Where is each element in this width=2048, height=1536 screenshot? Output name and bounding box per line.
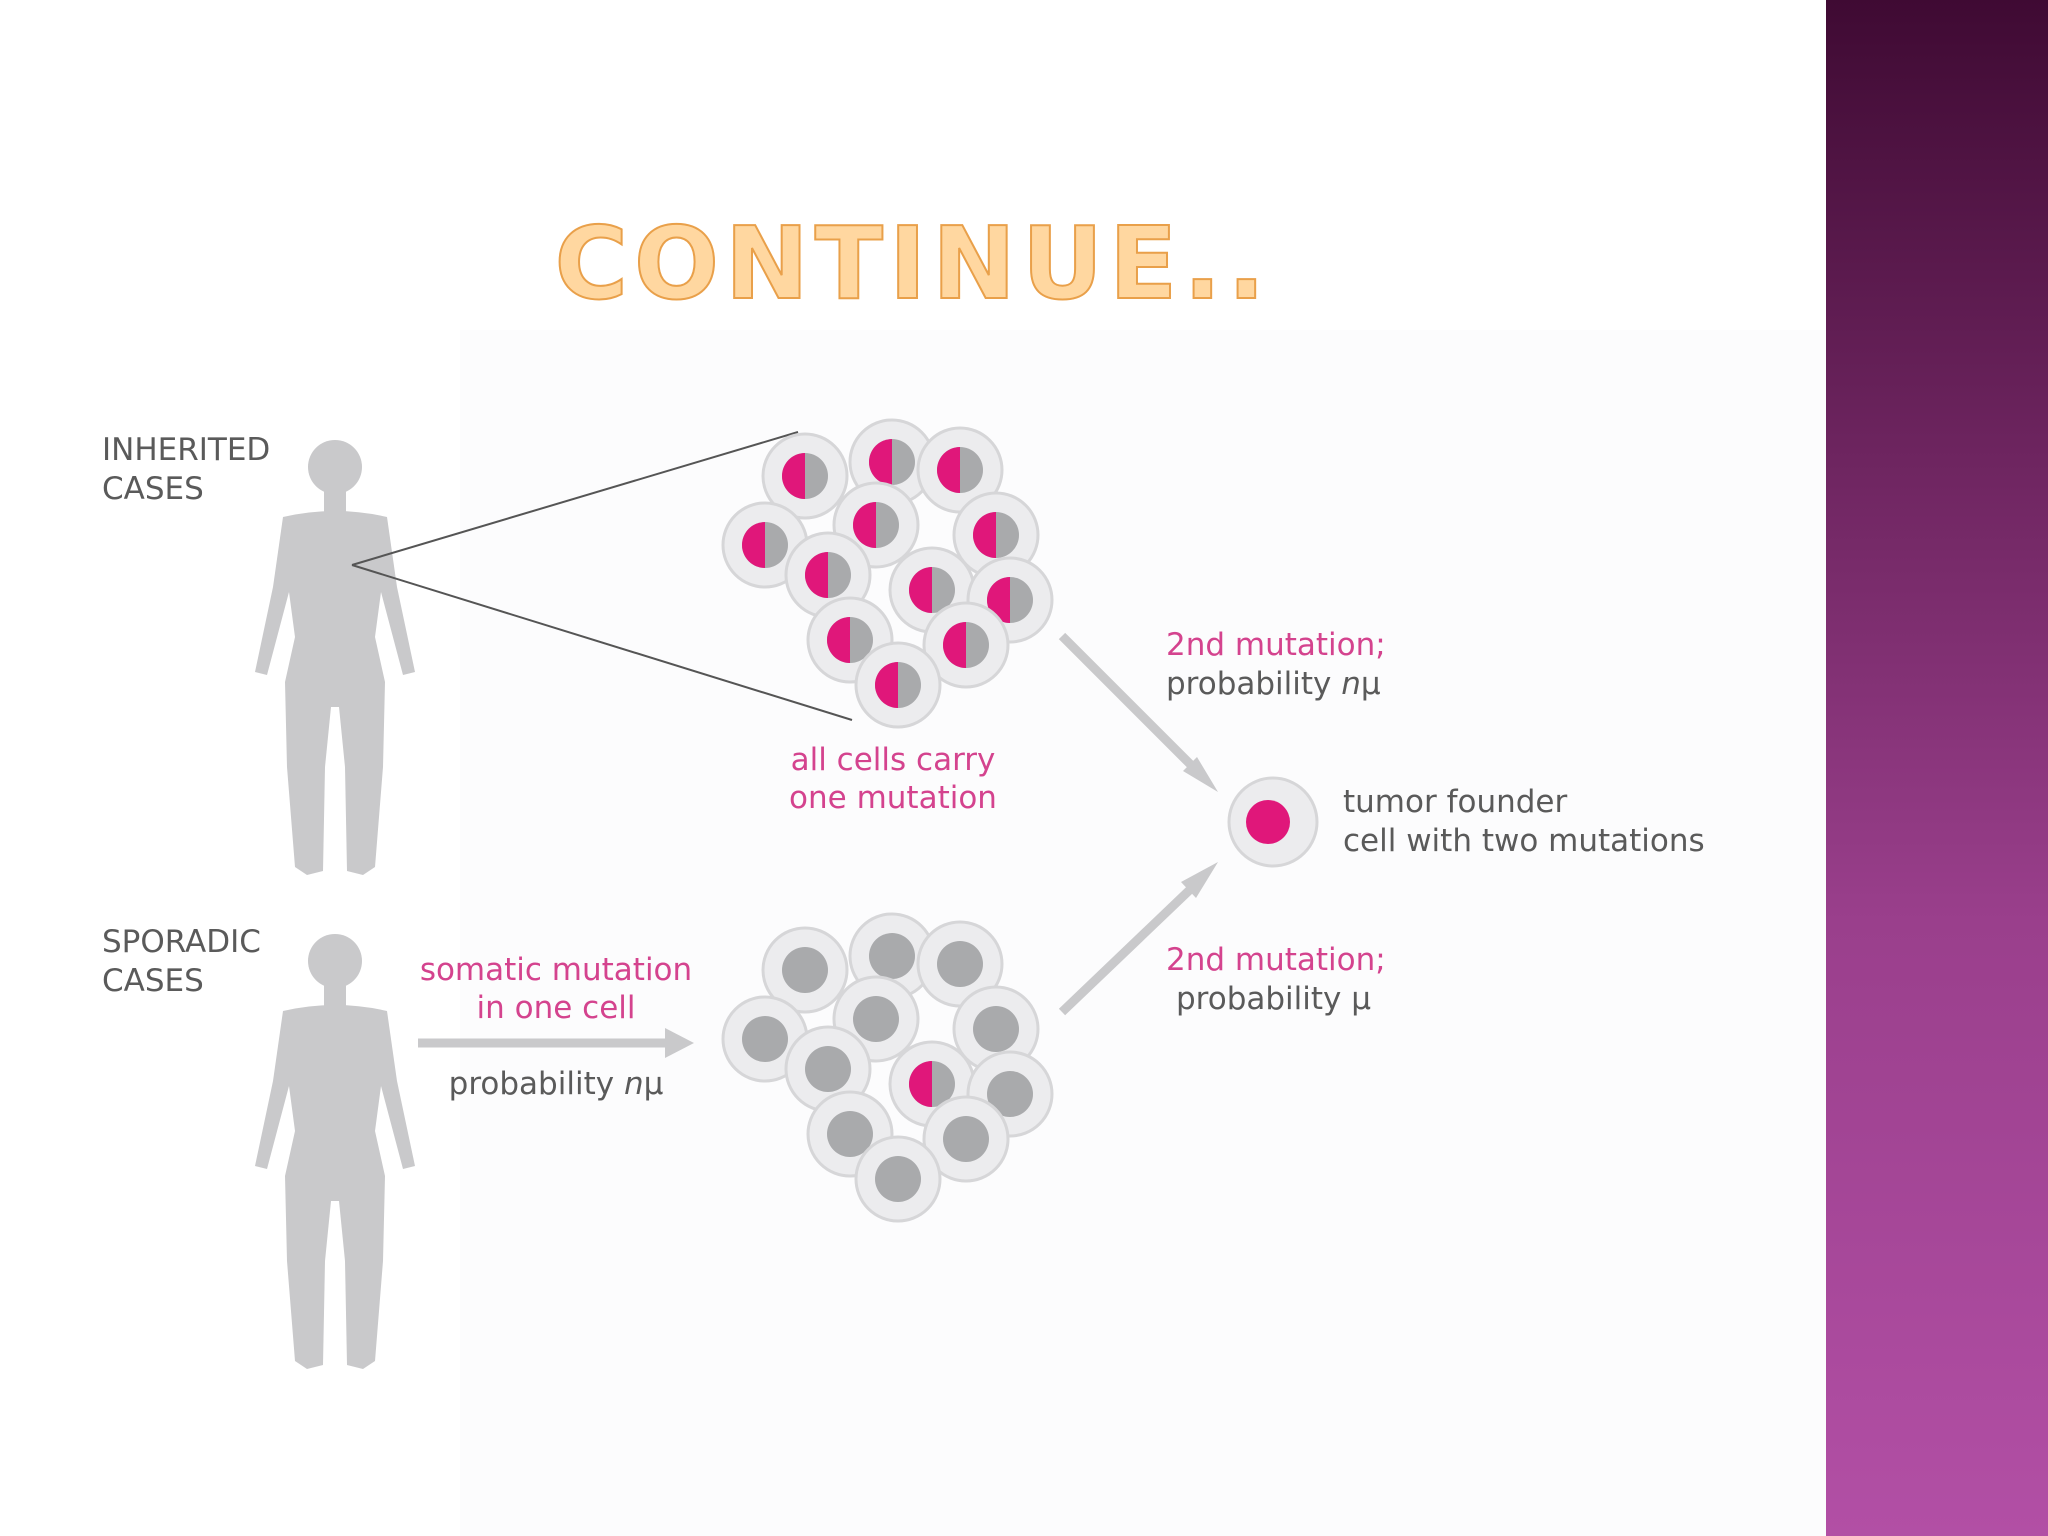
second-mutation-bottom-line1: 2nd mutation;: [1166, 942, 1386, 978]
all-cells-caption-line1: all cells carry: [791, 742, 996, 778]
inherited-cell-cluster: [721, 418, 1054, 729]
sporadic-cell-cluster: [721, 912, 1054, 1223]
somatic-caption-line1: somatic mutation: [420, 952, 692, 988]
cell-half-6: [784, 531, 872, 619]
cell-half-7: [888, 546, 976, 634]
somatic-probability: probability nμ: [449, 1066, 664, 1102]
second-mutation-top-line1: 2nd mutation;: [1166, 627, 1386, 663]
decorative-sidebar: [1826, 0, 2048, 1536]
cell-half-10: [922, 601, 1010, 689]
slide-title: CONTINUE..: [554, 204, 1272, 323]
cell-gray-0: [761, 926, 849, 1014]
cell-gray-5: [952, 985, 1040, 1073]
arrow-sporadic-to-tumor: [1058, 862, 1218, 1016]
second-mutation-top-line2: probability nμ: [1166, 666, 1381, 702]
arrow-inherited-to-tumor: [1058, 632, 1218, 792]
tumor-founder-cell: [1227, 776, 1319, 868]
cell-half-2: [916, 426, 1004, 514]
inherited-person-silhouette: [255, 440, 415, 875]
second-mutation-bottom-line2: probability μ: [1176, 981, 1371, 1017]
inherited-label-line1: INHERITED: [102, 432, 270, 468]
tumor-founder-line1: tumor founder: [1343, 784, 1567, 820]
all-cells-caption-line2: one mutation: [789, 780, 997, 816]
zoom-line-bottom: [351, 564, 853, 721]
cell-half-0: [761, 432, 849, 520]
cell-gray-11: [854, 1135, 942, 1223]
cell-half-11: [854, 641, 942, 729]
inherited-label-line2: CASES: [102, 471, 204, 507]
cell-half-5: [952, 491, 1040, 579]
somatic-caption-line2: in one cell: [477, 990, 636, 1026]
sporadic-label-line1: SPORADIC: [102, 924, 261, 960]
zoom-line-top: [351, 431, 799, 566]
sporadic-label-line2: CASES: [102, 963, 204, 999]
somatic-arrow: [418, 1028, 694, 1058]
sporadic-person-silhouette: [255, 934, 415, 1369]
cell-gray-10: [922, 1095, 1010, 1183]
cell-gray-2: [916, 920, 1004, 1008]
tumor-founder-line2: cell with two mutations: [1343, 823, 1705, 859]
